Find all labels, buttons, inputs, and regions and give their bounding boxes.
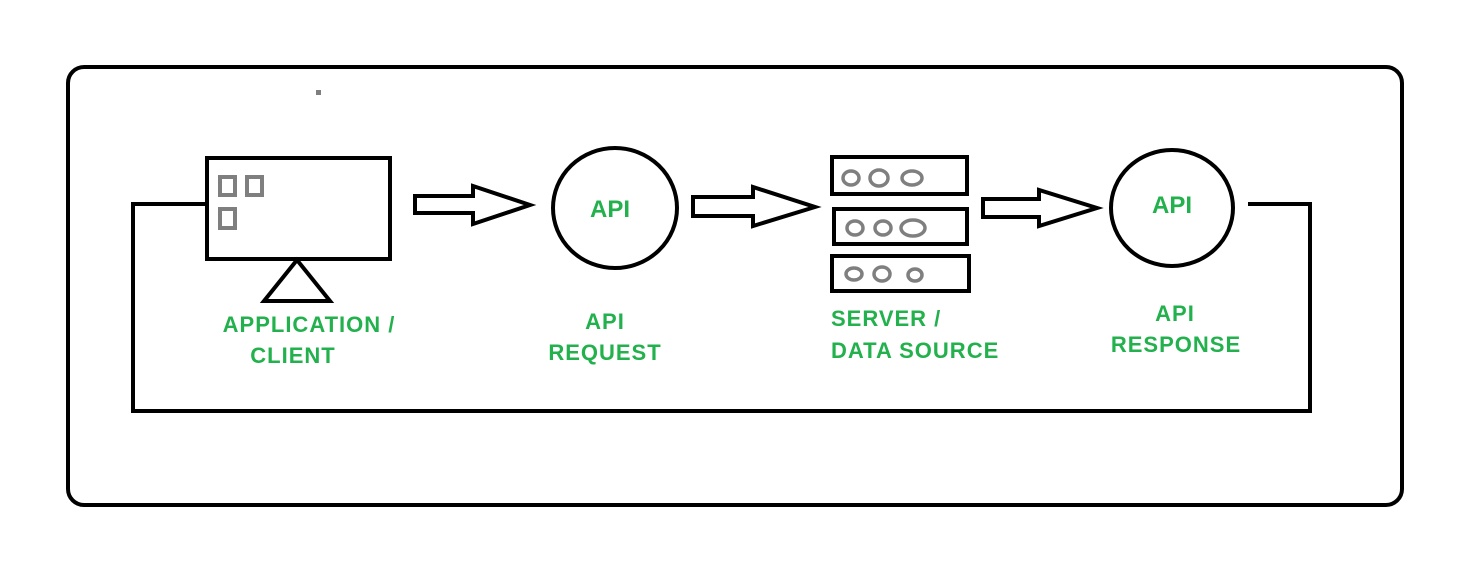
- server-led: [841, 169, 861, 187]
- server-led: [844, 266, 864, 282]
- monitor-icon: [205, 156, 392, 303]
- stray-dot: [316, 90, 321, 95]
- arrow-client-to-request: [413, 183, 537, 227]
- app-tile-1: [218, 175, 237, 197]
- server-led: [872, 265, 892, 283]
- server-led: [900, 169, 924, 187]
- server-unit-3: [830, 254, 971, 293]
- arrow-request-to-server: [691, 184, 822, 229]
- server-led: [873, 219, 893, 237]
- api-response-inner-text: API: [1152, 192, 1192, 219]
- app-tile-2: [245, 175, 264, 197]
- api-response-label-line1: API: [1155, 301, 1195, 326]
- app-tile-3: [218, 207, 237, 230]
- outer-frame: [66, 65, 1404, 507]
- server-label-line2: DATA SOURCE: [831, 338, 999, 363]
- server-led: [899, 218, 927, 238]
- node-api-response: API API RESPONSE: [1109, 148, 1241, 357]
- node-api-request: API API REQUEST: [548, 146, 679, 365]
- node-client: APPLICATION / CLIENT: [205, 156, 396, 368]
- node-server: SERVER / DATA SOURCE: [830, 155, 999, 363]
- return-loop-line: [131, 202, 1312, 413]
- server-led: [845, 219, 865, 237]
- monitor-stand: [259, 256, 335, 303]
- server-led: [868, 168, 890, 188]
- api-request-label-line2: REQUEST: [548, 340, 661, 365]
- api-response-label-line2: RESPONSE: [1111, 332, 1241, 357]
- server-label-line1: SERVER /: [831, 306, 941, 331]
- client-label-line2: CLIENT: [250, 343, 335, 368]
- api-request-circle: [551, 146, 679, 270]
- api-response-circle: [1109, 148, 1235, 268]
- api-request-inner-text: API: [590, 196, 630, 223]
- server-rack-icon: [830, 155, 971, 293]
- server-unit-1: [830, 155, 969, 196]
- api-request-label-line1: API: [585, 309, 625, 334]
- server-led: [906, 267, 924, 283]
- client-label-line1: APPLICATION /: [223, 312, 396, 337]
- arrow-server-to-response: [981, 187, 1104, 229]
